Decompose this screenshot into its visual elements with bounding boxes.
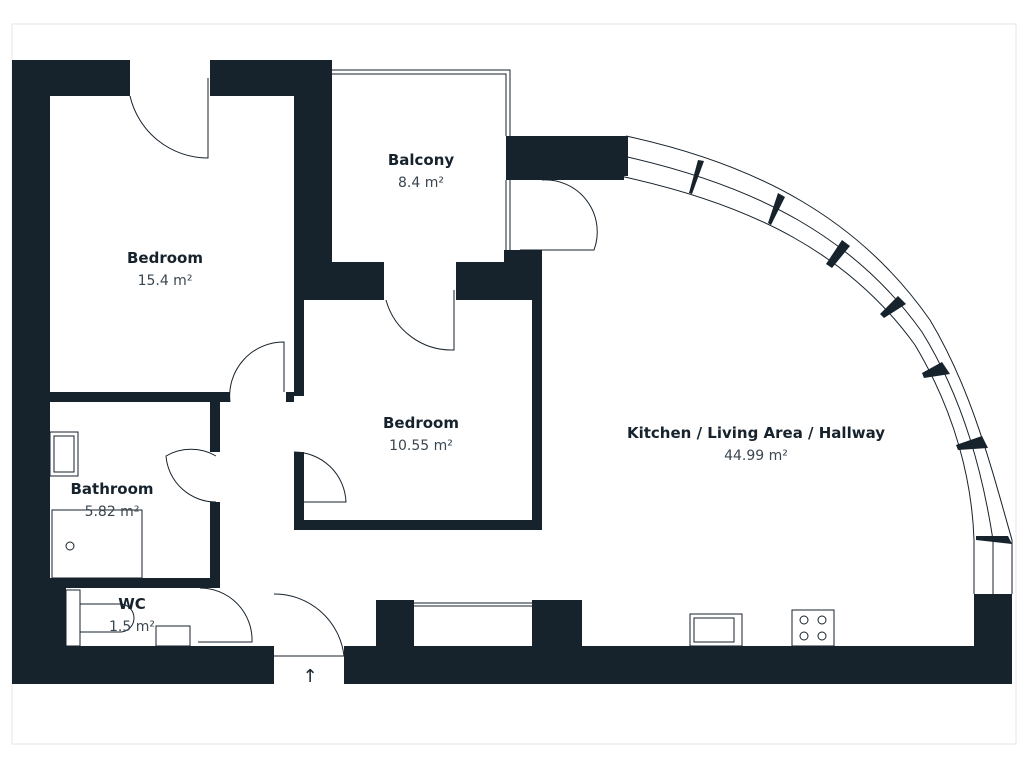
room-bathroom: Bathroom 5.82 m² [70, 480, 153, 520]
room-name: Kitchen / Living Area / Hallway [627, 424, 885, 442]
room-area: 10.55 m² [389, 438, 453, 454]
room-name: Bathroom [70, 480, 153, 498]
room-kitchen: Kitchen / Living Area / Hallway 44.99 m² [627, 424, 885, 464]
room-bedroom-1: Bedroom 15.4 m² [127, 249, 203, 289]
room-name: Bedroom [383, 414, 459, 432]
room-name: Bedroom [127, 249, 203, 267]
entrance-arrow-icon: ↑ [302, 666, 317, 687]
room-area: 44.99 m² [724, 448, 788, 464]
doors [129, 78, 598, 657]
room-name: Balcony [388, 151, 455, 169]
room-wc: WC 1.5 m² [109, 595, 155, 635]
room-area: 8.4 m² [398, 175, 444, 191]
room-bedroom-2: Bedroom 10.55 m² [383, 414, 459, 454]
room-area: 5.82 m² [85, 504, 140, 520]
room-balcony: Balcony 8.4 m² [388, 151, 455, 191]
room-name: WC [118, 595, 146, 613]
room-area: 15.4 m² [138, 273, 193, 289]
walls [12, 60, 1012, 684]
windows [332, 69, 1013, 607]
fixtures [49, 431, 835, 647]
room-area: 1.5 m² [109, 619, 155, 635]
